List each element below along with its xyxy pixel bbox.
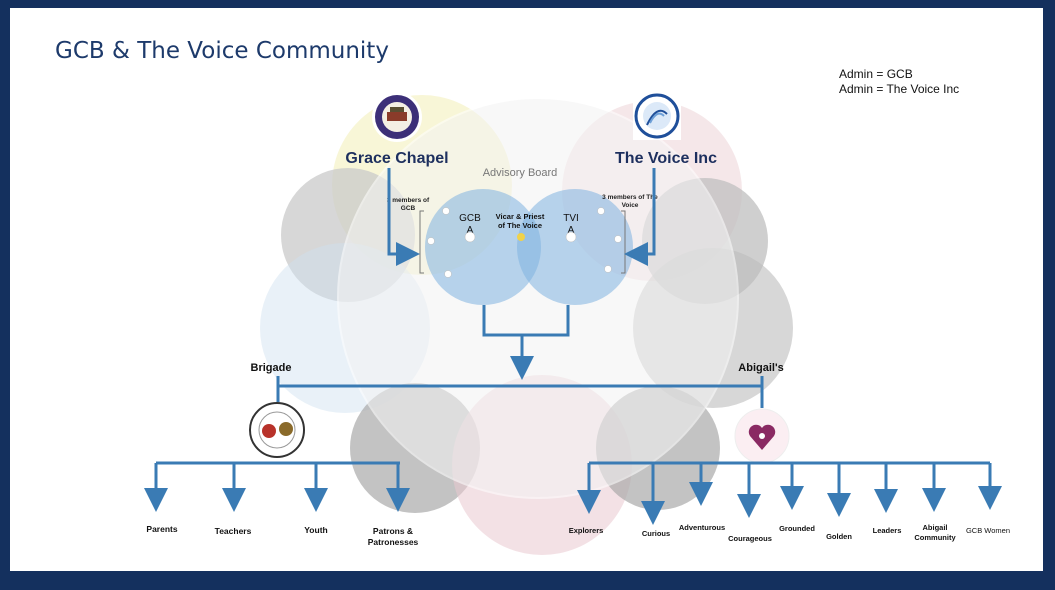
vicar-label-2: of The Voice bbox=[498, 221, 542, 230]
vicar-dot bbox=[517, 233, 525, 241]
node-golden: Golden bbox=[826, 532, 852, 541]
node-abigail-community-line2: Community bbox=[914, 533, 956, 542]
abigails-children: Explorers Curious Adventurous Courageous… bbox=[569, 523, 1010, 543]
node-patrons-line2: Patronesses bbox=[368, 537, 419, 547]
right-members-label-2: Voice bbox=[622, 202, 639, 209]
branch-brigade: Brigade bbox=[251, 362, 292, 374]
background-circles bbox=[260, 95, 793, 555]
left-members-label-1: 3 members of bbox=[387, 197, 430, 204]
abigails-logo bbox=[734, 408, 790, 464]
branch-abigails: Abigail's bbox=[738, 362, 783, 374]
node-patrons-line1: Patrons & bbox=[373, 526, 413, 536]
slide-title: GCB & The Voice Community bbox=[55, 38, 389, 64]
brigade-children: Parents Teachers Youth Patrons & Patrone… bbox=[146, 524, 418, 547]
node-curious: Curious bbox=[642, 529, 670, 538]
the-voice-logo bbox=[633, 92, 681, 140]
gcb-circle-label-1: GCB bbox=[459, 213, 481, 224]
venn-diagram bbox=[425, 189, 633, 305]
org-name-the-voice: The Voice Inc bbox=[615, 150, 717, 167]
node-youth: Youth bbox=[304, 525, 327, 535]
node-teachers: Teachers bbox=[215, 526, 252, 536]
node-grounded: Grounded bbox=[779, 524, 815, 533]
node-abigail-community-line1: Abigail bbox=[922, 523, 947, 532]
node-parents: Parents bbox=[146, 524, 177, 534]
member-dots bbox=[427, 207, 622, 278]
gcb-circle-label-2: A bbox=[467, 225, 474, 236]
left-members-label-2: GCB bbox=[401, 205, 416, 212]
hierarchy-lines bbox=[144, 305, 1002, 525]
brigade-logo bbox=[247, 400, 307, 460]
admin-line-the-voice: Admin = The Voice Inc bbox=[839, 82, 960, 96]
left-members-bracket bbox=[419, 210, 424, 274]
node-gcb-women: GCB Women bbox=[966, 526, 1010, 535]
tvi-circle-label-2: A bbox=[568, 225, 575, 236]
org-name-grace-chapel: Grace Chapel bbox=[345, 150, 448, 167]
grace-chapel-logo bbox=[372, 92, 422, 142]
org-diagram: Grace Chapel The Voice Inc Advisory Boar… bbox=[144, 92, 1010, 555]
vicar-label-1: Vicar & Priest bbox=[496, 212, 545, 221]
org-arrows bbox=[387, 168, 656, 266]
advisory-board-label: Advisory Board bbox=[483, 167, 558, 179]
node-leaders: Leaders bbox=[873, 526, 902, 535]
node-courageous: Courageous bbox=[728, 534, 772, 543]
node-adventurous: Adventurous bbox=[679, 523, 725, 532]
admin-line-gcb: Admin = GCB bbox=[839, 67, 913, 81]
right-members-label-1: 3 members of The bbox=[602, 194, 658, 201]
tvi-circle-label-1: TVI bbox=[563, 213, 579, 224]
node-explorers: Explorers bbox=[569, 526, 604, 535]
slide: Grace Chapel The Voice Inc Advisory Boar… bbox=[10, 8, 1043, 571]
